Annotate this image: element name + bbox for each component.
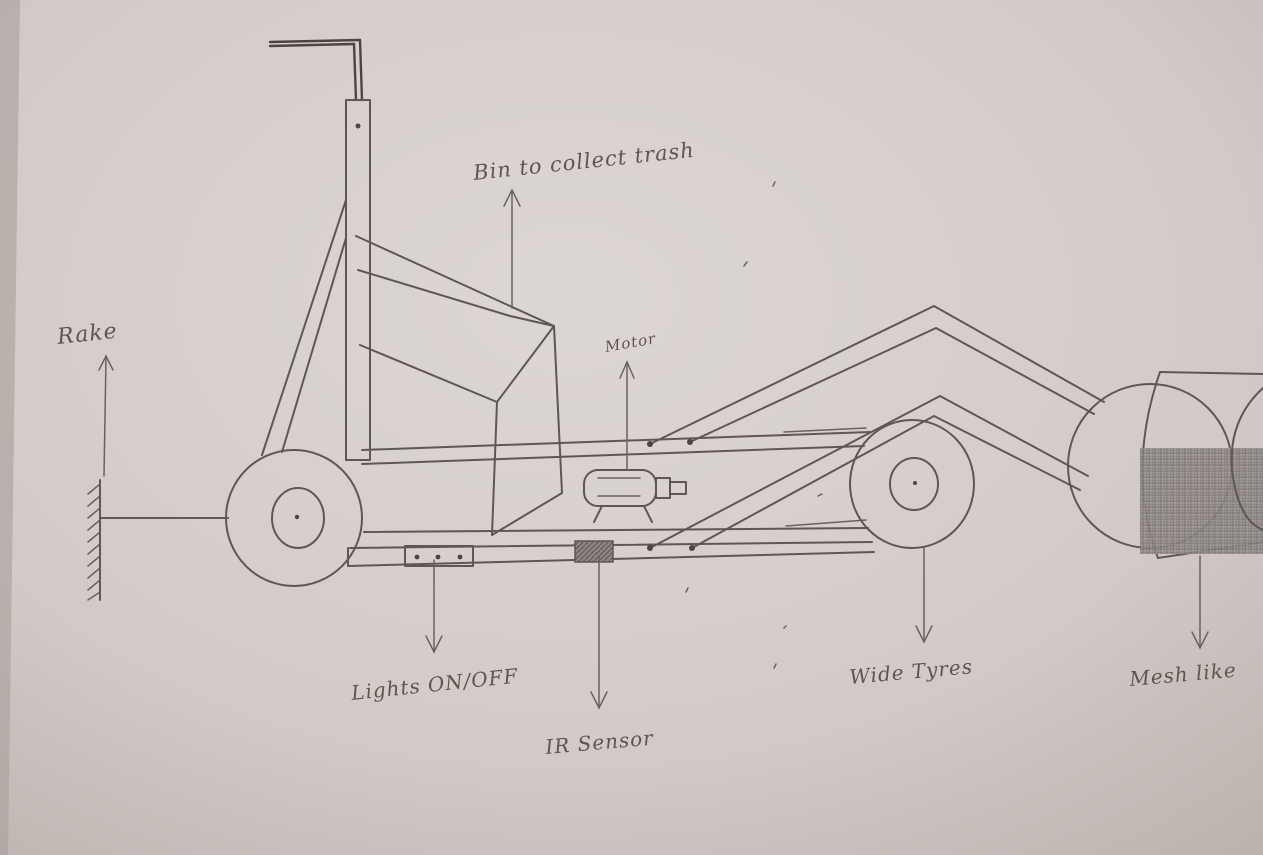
handle-bolt [356, 124, 361, 129]
mesh-panel [1140, 448, 1263, 554]
ir-sensor [575, 541, 613, 562]
